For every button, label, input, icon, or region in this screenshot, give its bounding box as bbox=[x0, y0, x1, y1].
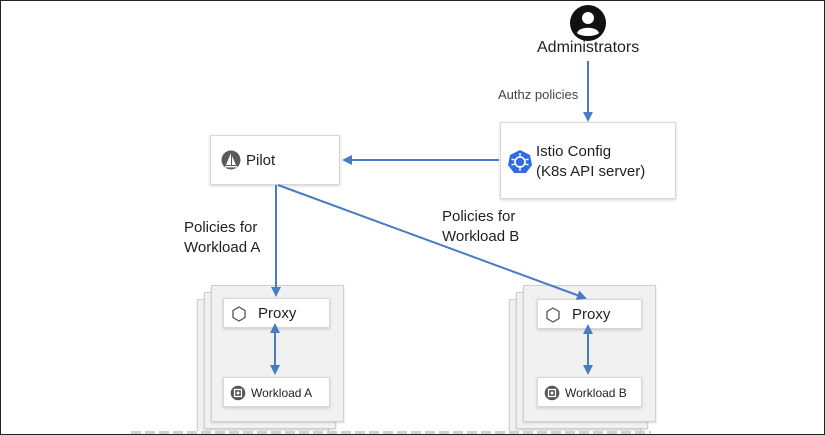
workload-a-box: Workload A bbox=[223, 377, 330, 407]
proxy-b-label: Proxy bbox=[572, 306, 611, 323]
istio-config-card: Istio Config (K8s API server) bbox=[500, 122, 676, 199]
workload-a-label: Workload A bbox=[251, 386, 313, 400]
proxy-b-box: Proxy bbox=[537, 299, 642, 329]
administrators-label: Administrators bbox=[537, 39, 640, 56]
hexagon-icon bbox=[545, 307, 561, 323]
user-icon bbox=[569, 4, 607, 42]
authz-policies-label: Authz policies bbox=[498, 87, 579, 102]
istio-config-subtitle: (K8s API server) bbox=[536, 163, 646, 180]
chip-icon bbox=[230, 385, 246, 401]
workload-b-label: Workload B bbox=[565, 386, 627, 400]
proxy-a-label: Proxy bbox=[258, 305, 297, 322]
workload-b-group: Proxy Workload B bbox=[523, 285, 656, 422]
kubernetes-icon bbox=[507, 149, 533, 175]
istio-config-title: Istio Config bbox=[536, 143, 612, 160]
policies-b-line2: Workload B bbox=[442, 228, 520, 245]
pilot-card: Pilot bbox=[210, 135, 340, 185]
pilot-label: Pilot bbox=[246, 152, 276, 169]
workload-b-box: Workload B bbox=[537, 377, 642, 407]
sail-icon bbox=[221, 150, 241, 170]
chip-icon bbox=[544, 385, 560, 401]
bottom-edge-dashes bbox=[131, 431, 651, 434]
policies-a-line2: Workload A bbox=[184, 239, 261, 256]
policies-a-line1: Policies for bbox=[184, 219, 258, 236]
policies-b-line1: Policies for bbox=[442, 208, 516, 225]
proxy-a-box: Proxy bbox=[223, 298, 330, 328]
hexagon-icon bbox=[231, 306, 247, 322]
pilot-to-proxy-b-arrow bbox=[277, 184, 587, 300]
workload-a-group: Proxy Workload A bbox=[211, 285, 344, 422]
